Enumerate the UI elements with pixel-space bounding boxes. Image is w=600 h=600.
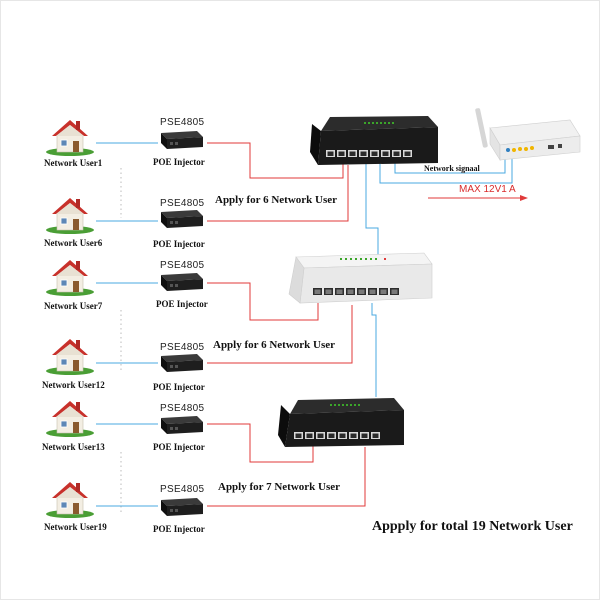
house-injector-links <box>96 142 158 507</box>
poe-injector-icon-5 <box>161 416 203 434</box>
group-label-1: Apply for 6 Network User <box>215 194 338 206</box>
poe-injector-icon-1 <box>161 131 203 149</box>
poe-injector-icon-3 <box>161 273 203 291</box>
injector-model-1: PSE4805 <box>160 117 205 128</box>
injector-label-1: POE Injector <box>153 157 205 167</box>
router <box>475 108 581 162</box>
user-label-6: Network User6 <box>44 238 103 248</box>
switch-2 <box>288 252 433 304</box>
injector-model-5: PSE4805 <box>160 403 205 414</box>
network-signal-label: Network signaal <box>424 164 480 173</box>
injector-model-6: PSE4805 <box>160 484 205 495</box>
injector-model-4: PSE4805 <box>160 342 205 353</box>
switch-1 <box>310 116 438 165</box>
injector-label-3: POE Injector <box>156 299 208 309</box>
poe-injector-icon-6 <box>161 498 203 516</box>
injector-model-2: PSE4805 <box>160 198 205 209</box>
injector-label-6: POE Injector <box>153 524 205 534</box>
poe-injector-icon-4 <box>161 354 203 372</box>
group-label-2: Apply for 6 Network User <box>213 339 336 351</box>
power-rating-label: MAX 12V1 A <box>459 184 516 195</box>
user-label-7: Network User7 <box>44 301 103 311</box>
user-label-19: Network User19 <box>44 522 107 532</box>
user-label-13: Network User13 <box>42 442 105 452</box>
injector-label-4: POE Injector <box>153 382 205 392</box>
total-users-caption: Appply for total 19 Network User <box>372 519 573 534</box>
injector-model-3: PSE4805 <box>160 260 205 271</box>
injector-label-2: POE Injector <box>153 239 205 249</box>
injector-switch-links <box>207 142 366 507</box>
switch-3 <box>278 398 404 447</box>
user-label-1: Network User1 <box>44 158 103 168</box>
user-label-12: Network User12 <box>42 380 105 390</box>
group-label-3: Apply for 7 Network User <box>218 481 341 493</box>
poe-injector-icon-2 <box>161 210 203 228</box>
injector-label-5: POE Injector <box>153 442 205 452</box>
power-line <box>428 195 528 201</box>
switch-trunk-links <box>365 158 513 397</box>
